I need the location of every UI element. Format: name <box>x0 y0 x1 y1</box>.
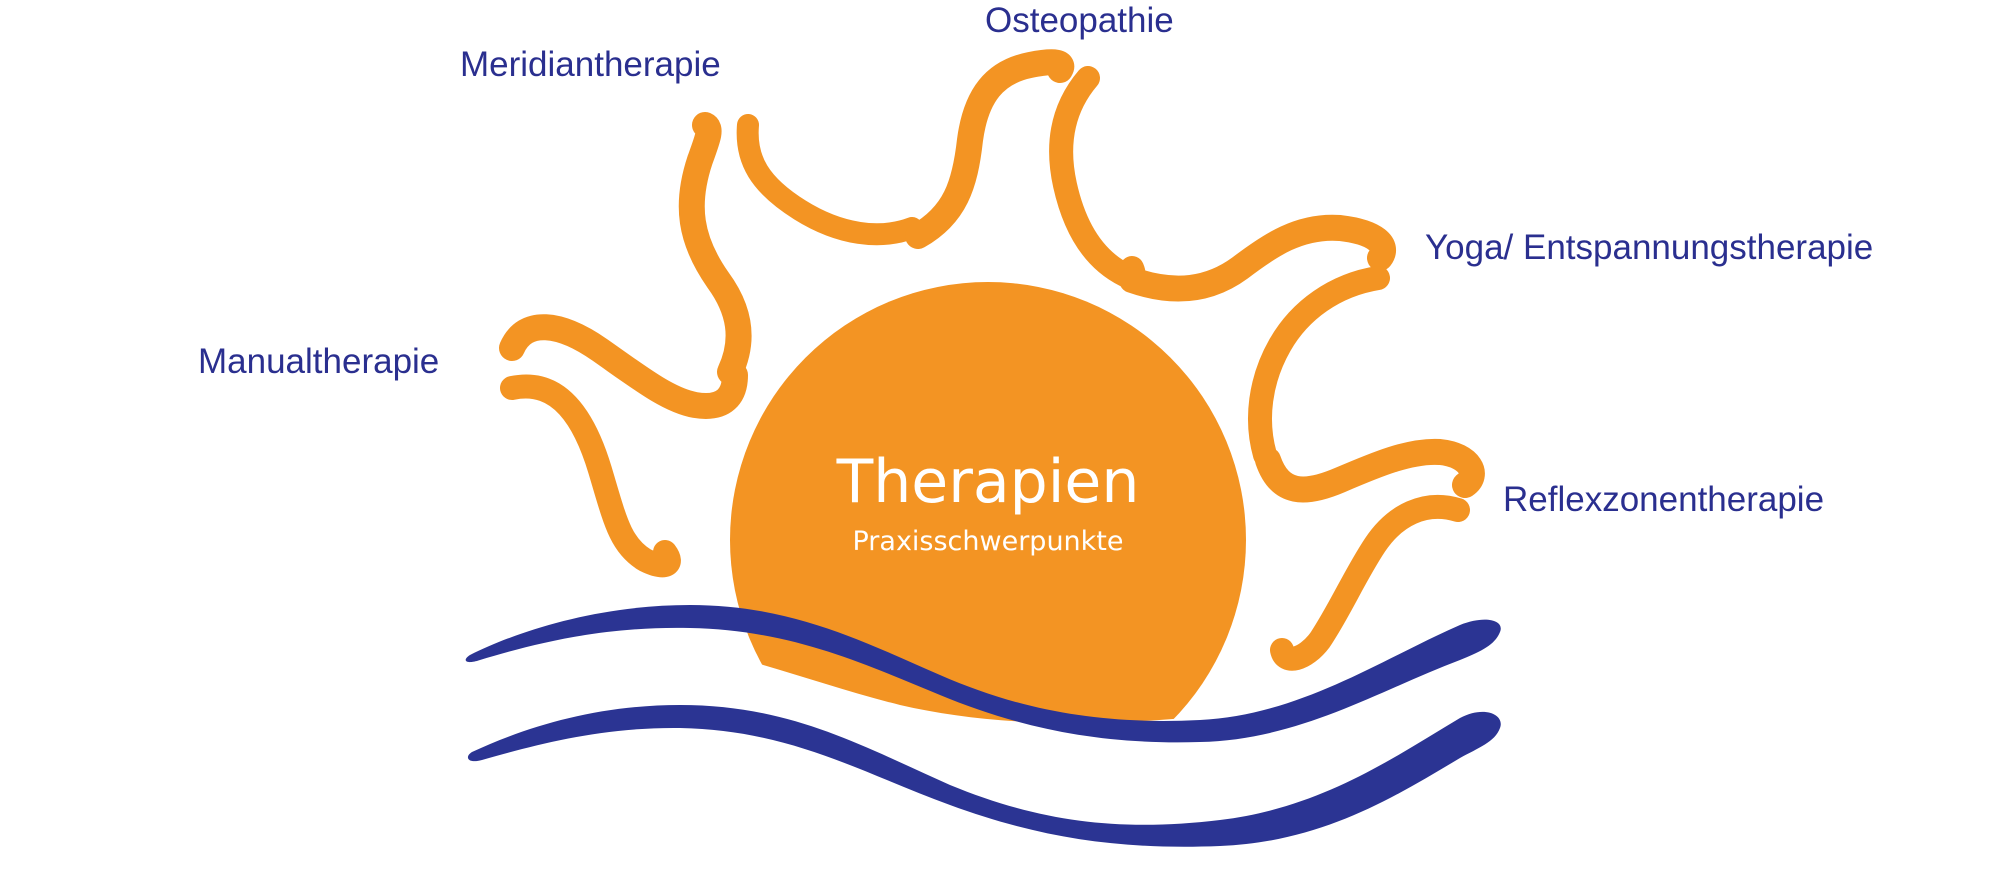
sun-ray <box>1049 66 1146 289</box>
sun-ray <box>905 49 1075 249</box>
sun-ray <box>736 114 923 246</box>
center-subtitle: Praxisschwerpunkte <box>852 526 1124 557</box>
sun-rays <box>499 49 1485 671</box>
sun-ray <box>1270 494 1470 671</box>
center-title: Therapien <box>836 447 1140 517</box>
sun-ray <box>1248 266 1390 467</box>
sun-disc <box>730 282 1246 798</box>
water-waves <box>465 605 1501 847</box>
sun-ray <box>500 374 681 578</box>
label-manualtherapie: Manualtherapie <box>198 342 440 381</box>
wave-lower <box>467 705 1501 847</box>
sun-ray <box>1119 214 1396 302</box>
sun-ray <box>499 314 748 419</box>
label-yoga: Yoga/ Entspannungstherapie <box>1425 228 1874 267</box>
label-meridiantherapie: Meridiantherapie <box>460 45 721 84</box>
sun-mask <box>600 636 1400 879</box>
sun-ray <box>678 112 752 385</box>
label-osteopathie: Osteopathie <box>985 1 1174 40</box>
label-reflexzonentherapie: Reflexzonentherapie <box>1503 480 1825 519</box>
sun-ray <box>1255 438 1485 503</box>
